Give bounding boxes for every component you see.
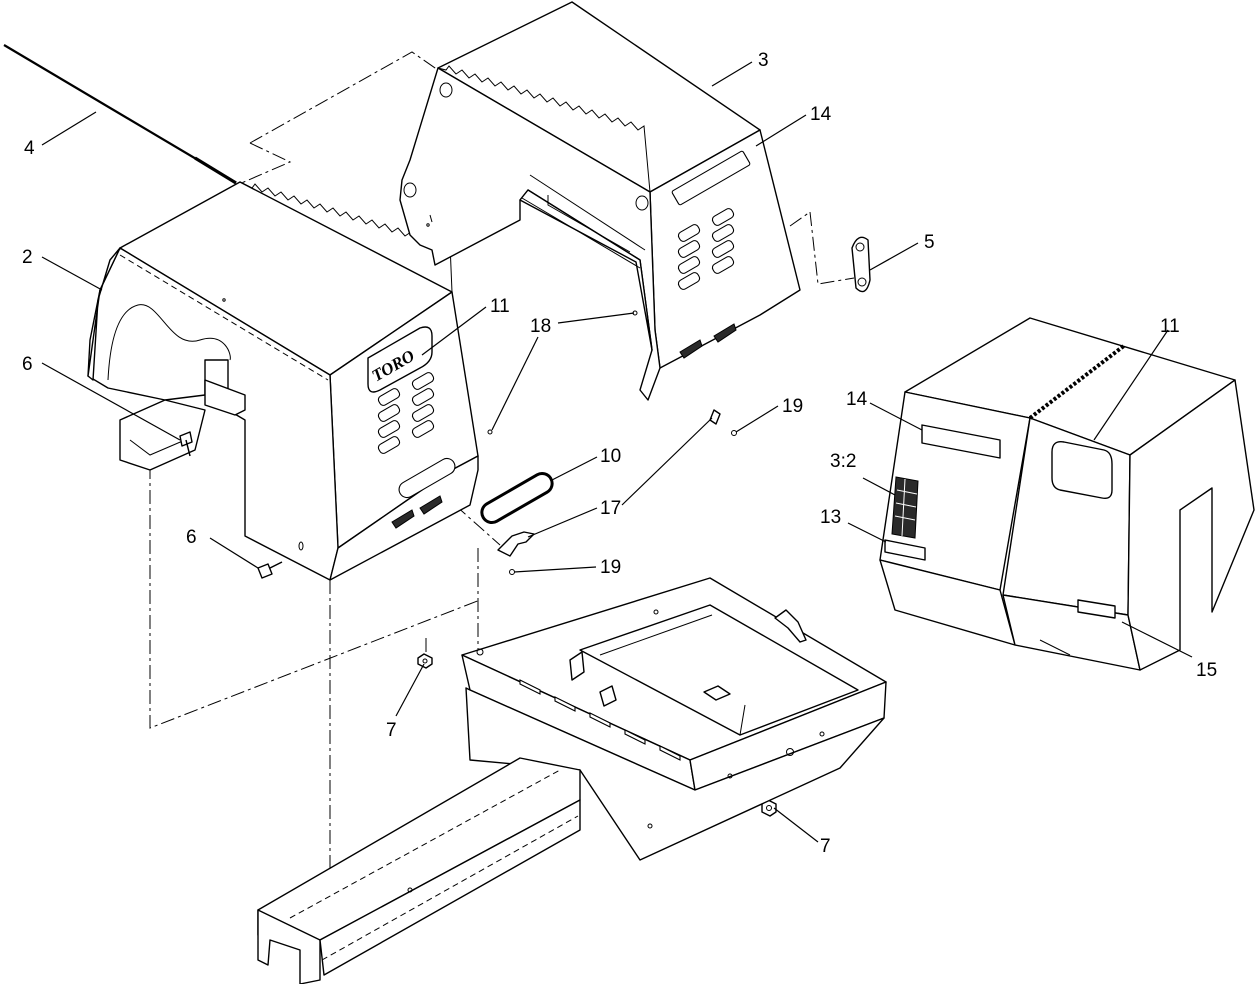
rod-part-4	[3, 44, 237, 185]
assembled-hood-view	[879, 317, 1255, 671]
callout-15: 15	[1196, 660, 1217, 681]
latch-hook-part-17	[497, 409, 721, 557]
callout-14: 14	[846, 389, 868, 410]
callout-10: 10	[600, 446, 621, 467]
callout-17: 17	[600, 498, 621, 519]
leader-lines	[41, 61, 1193, 843]
phantom-lines	[149, 51, 855, 880]
callout-19: 19	[782, 396, 803, 417]
latch-part-5	[851, 236, 871, 293]
callout-19: 19	[600, 557, 621, 578]
decal-11	[1051, 441, 1113, 500]
callout-6: 6	[186, 527, 197, 548]
right-hood-part-3	[399, 1, 801, 401]
seal-part-10	[480, 472, 554, 524]
right-hood-vent-slots	[677, 208, 735, 290]
callout-13: 13	[820, 507, 841, 528]
decal-13	[884, 539, 926, 561]
callout-3: 3	[758, 50, 769, 71]
frame-chassis	[461, 577, 887, 861]
callout-11: 11	[490, 296, 510, 317]
left-hood-vent-slots	[377, 372, 435, 454]
callout-2: 2	[22, 247, 33, 268]
decal-15	[1077, 599, 1116, 619]
callout-4: 4	[24, 138, 35, 159]
frame-slots	[519, 679, 681, 761]
tow-bar	[257, 757, 581, 984]
callout-6: 6	[22, 354, 33, 375]
callout-11: 11	[1160, 316, 1180, 337]
callout-3-2: 3:2	[830, 451, 856, 472]
left-hood-part-2: TORO	[87, 181, 479, 581]
fasteners	[179, 310, 777, 817]
decal-14	[921, 424, 1001, 459]
callout-7: 7	[386, 720, 397, 741]
decal-3-2	[891, 476, 919, 539]
callout-7: 7	[820, 836, 831, 857]
callouts: 4 2 6 6 3 14 5 11 18 19 10 17 19 7 7 11 …	[22, 50, 1217, 857]
callout-14: 14	[810, 104, 832, 125]
callout-18: 18	[530, 316, 551, 337]
callout-5: 5	[924, 232, 935, 253]
